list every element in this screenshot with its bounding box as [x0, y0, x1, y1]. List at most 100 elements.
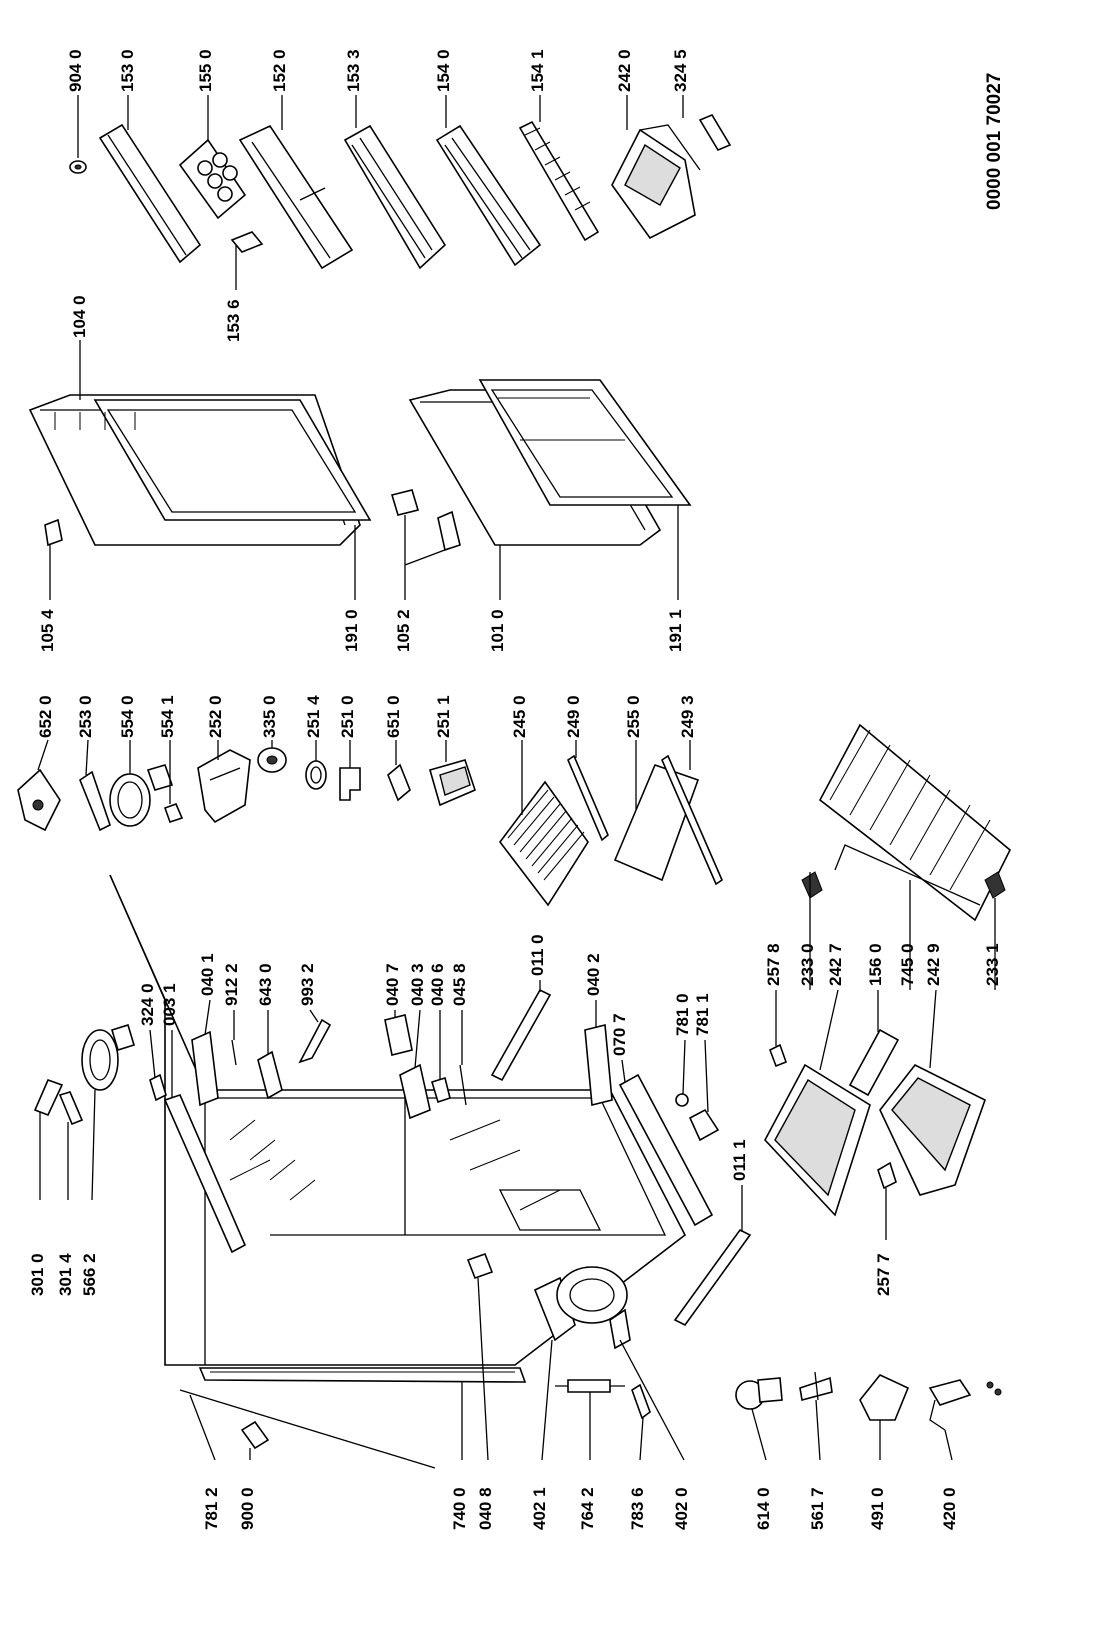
label-011-1: 011 1 — [730, 1139, 749, 1181]
label-651-0: 651 0 — [384, 695, 403, 738]
part-643-0 — [257, 1050, 283, 1100]
part-324-5 — [698, 113, 732, 152]
label-191-1: 191 1 — [666, 609, 685, 652]
part-764-2 — [555, 1379, 625, 1393]
label-745-0: 745 0 — [898, 943, 917, 986]
part-105-2-hinges — [390, 489, 461, 552]
part-301-4 — [58, 1091, 84, 1126]
part-233-0 — [801, 871, 823, 899]
label-105-4: 105 4 — [38, 609, 57, 652]
part-554-1 — [163, 802, 184, 824]
label-242-9: 242 9 — [924, 943, 943, 986]
part-912-2 — [231, 1039, 237, 1066]
part-screws — [986, 1381, 1002, 1396]
label-904-0: 904 0 — [66, 49, 85, 92]
label-070-7: 070 7 — [610, 1013, 629, 1056]
part-301-0 — [33, 1078, 64, 1117]
part-402-1 — [533, 1276, 576, 1342]
label-040-7: 040 7 — [383, 963, 402, 1006]
label-554-0: 554 0 — [118, 695, 137, 738]
document-id: 0000 001 70027 — [984, 72, 1005, 210]
part-191-1-gasket — [478, 379, 692, 506]
part-614-0 — [735, 1377, 783, 1410]
part-251-0 — [339, 767, 361, 801]
label-153-6: 153 6 — [224, 299, 243, 342]
label-783-6: 783 6 — [628, 1487, 647, 1530]
part-904-0 — [69, 160, 87, 174]
part-420-0 — [928, 1379, 972, 1431]
label-155-0: 155 0 — [196, 49, 215, 92]
part-040-1 — [191, 1030, 219, 1107]
label-257-8: 257 8 — [764, 943, 783, 986]
part-652-0 — [17, 768, 61, 832]
label-324-5: 324 5 — [671, 49, 690, 92]
label-104-0: 104 0 — [70, 295, 89, 338]
part-781-2 — [179, 1389, 436, 1469]
part-251-1 — [429, 759, 476, 807]
label-153-0: 153 0 — [118, 49, 137, 92]
label-154-1: 154 1 — [528, 49, 547, 92]
label-242-0: 242 0 — [615, 49, 634, 92]
label-249-0: 249 0 — [564, 695, 583, 738]
label-614-0: 614 0 — [754, 1487, 773, 1530]
label-335-0: 335 0 — [260, 695, 279, 738]
label-233-0: 233 0 — [798, 943, 817, 986]
label-652-0: 652 0 — [36, 695, 55, 738]
label-040-6: 040 6 — [428, 963, 447, 1006]
label-242-7: 242 7 — [826, 943, 845, 986]
part-153-0-door-bin — [98, 123, 202, 264]
part-242-9-freezer-drawer — [879, 1063, 986, 1196]
label-253-0: 253 0 — [76, 695, 95, 738]
part-257-8 — [768, 1043, 788, 1068]
part-566-2 — [81, 1023, 135, 1091]
part-554-0 — [109, 764, 174, 827]
part-154-0-door-bin — [435, 124, 542, 267]
part-153-3-door-bin — [343, 124, 447, 270]
label-912-2: 912 2 — [222, 963, 241, 1006]
label-040-1: 040 1 — [198, 953, 217, 996]
label-040-2: 040 2 — [584, 953, 603, 996]
part-335-0 — [257, 747, 287, 773]
part-011-1 — [673, 1228, 752, 1327]
part-257-7 — [877, 1161, 897, 1190]
label-105-2: 105 2 — [394, 609, 413, 652]
label-152-0: 152 0 — [270, 49, 289, 92]
label-045-8: 045 8 — [450, 963, 469, 1006]
label-993-2: 993 2 — [298, 963, 317, 1006]
part-249-0 — [567, 754, 609, 842]
label-040-8: 040 8 — [476, 1487, 495, 1530]
part-745-0-condenser — [818, 723, 1011, 922]
part-155-0-egg-tray — [178, 138, 247, 220]
part-249-3 — [660, 754, 724, 886]
label-156-0: 156 0 — [866, 943, 885, 986]
part-233-1 — [984, 871, 1006, 899]
part-251-4 — [305, 760, 327, 790]
label-251-1: 251 1 — [434, 695, 453, 738]
part-900-0 — [240, 1420, 270, 1450]
part-156-0-ice-tray — [848, 1028, 900, 1097]
part-740-0-condenser-back — [198, 1367, 527, 1383]
part-561-7 — [799, 1371, 833, 1401]
label-011-0: 011 0 — [528, 934, 547, 976]
label-255-0: 255 0 — [624, 695, 643, 738]
label-900-0: 900 0 — [238, 1487, 257, 1530]
label-643-0: 643 0 — [256, 963, 275, 1006]
part-253-0 — [79, 770, 111, 832]
part-402-0-compressor — [556, 1266, 631, 1350]
label-257-7: 257 7 — [874, 1253, 893, 1296]
label-781-2: 781 2 — [202, 1487, 221, 1530]
part-011-0 — [490, 988, 552, 1082]
label-301-4: 301 4 — [56, 1253, 75, 1296]
part-324-0 — [149, 1073, 167, 1102]
part-993-2 — [298, 1018, 332, 1064]
label-003-1: 003 1 — [160, 983, 179, 1026]
label-251-0: 251 0 — [338, 695, 357, 738]
part-781-1 — [688, 1108, 720, 1142]
label-561-7: 561 7 — [808, 1487, 827, 1530]
part-154-1-rack — [518, 120, 600, 242]
label-740-0: 740 0 — [450, 1487, 469, 1530]
part-104-0-fridge-door — [28, 394, 372, 546]
label-402-0: 402 0 — [672, 1487, 691, 1530]
part-783-6 — [631, 1383, 651, 1420]
label-251-4: 251 4 — [304, 695, 323, 738]
